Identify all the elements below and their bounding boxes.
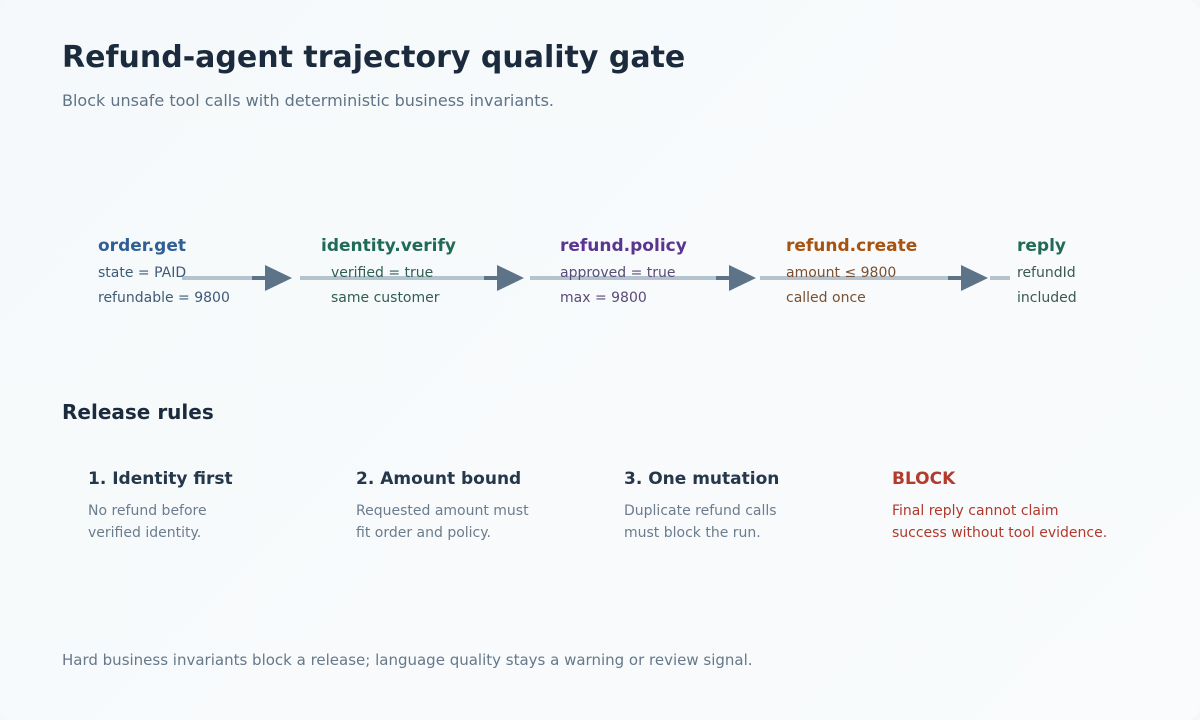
step-detail: same customer	[331, 290, 440, 306]
rule-text: Final reply cannot claim success without…	[892, 500, 1182, 544]
rule-amount-bound: 2. Amount bound Requested amount must fi…	[356, 469, 606, 544]
rule-line: must block the run.	[624, 525, 761, 541]
rule-text: No refund before verified identity.	[88, 500, 338, 544]
rule-title: 2. Amount bound	[356, 469, 522, 489]
rule-line: success without tool evidence.	[892, 525, 1108, 541]
arrow-right-icon	[497, 265, 524, 291]
flow-step-refund-policy: refund.policy approved = true max = 9800	[560, 236, 687, 311]
rule-title: 1. Identity first	[88, 469, 233, 489]
rule-line: verified identity.	[88, 525, 202, 541]
step-detail: verified = true	[331, 265, 434, 281]
footer-note: Hard business invariants block a release…	[62, 651, 753, 669]
arrow-right-icon	[729, 265, 756, 291]
flow-connector	[760, 276, 975, 280]
step-detail: refundId	[1017, 265, 1076, 281]
arrow-right-icon	[961, 265, 988, 291]
step-name: reply	[1017, 236, 1066, 256]
page-subtitle: Block unsafe tool calls with determinist…	[62, 91, 554, 110]
arrow-stem	[948, 276, 964, 280]
rule-identity-first: 1. Identity first No refund before verif…	[88, 469, 338, 544]
step-name: identity.verify	[321, 236, 456, 256]
flow-connector	[530, 276, 740, 280]
rule-line: Requested amount must	[356, 503, 529, 519]
flow-step-refund-create: refund.create amount ≤ 9800 called once	[786, 236, 917, 311]
flow-connector	[300, 276, 510, 280]
flow-connector	[990, 276, 1010, 280]
step-detail: amount ≤ 9800	[786, 265, 897, 281]
rule-block: BLOCK Final reply cannot claim success w…	[892, 469, 1182, 544]
rule-text: Duplicate refund calls must block the ru…	[624, 500, 874, 544]
flow-step-order-get: order.get state = PAID refundable = 9800	[98, 236, 230, 311]
page-title: Refund-agent trajectory quality gate	[62, 40, 686, 75]
arrow-right-icon	[265, 265, 292, 291]
step-detail: called once	[786, 290, 866, 306]
rule-text: Requested amount must fit order and poli…	[356, 500, 606, 544]
rule-line: Final reply cannot claim	[892, 503, 1059, 519]
rule-title: BLOCK	[892, 469, 956, 489]
step-name: order.get	[98, 236, 187, 256]
rule-title: 3. One mutation	[624, 469, 780, 489]
step-detail: included	[1017, 290, 1077, 306]
rule-line: Duplicate refund calls	[624, 503, 777, 519]
section-title: Release rules	[62, 400, 214, 424]
rule-line: No refund before	[88, 503, 207, 519]
step-detail: state = PAID	[98, 265, 187, 281]
step-detail: refundable = 9800	[98, 290, 230, 306]
step-detail: approved = true	[560, 265, 676, 281]
arrow-stem	[252, 276, 268, 280]
arrow-stem	[484, 276, 500, 280]
step-detail: max = 9800	[560, 290, 647, 306]
step-name: refund.create	[786, 236, 918, 256]
step-name: refund.policy	[560, 236, 687, 256]
flow-step-identity-verify: identity.verify verified = true same cus…	[321, 236, 456, 311]
arrow-stem	[716, 276, 732, 280]
rule-line: fit order and policy.	[356, 525, 491, 541]
rule-one-mutation: 3. One mutation Duplicate refund calls m…	[624, 469, 874, 544]
flow-connector	[182, 276, 282, 280]
flow-step-reply: reply refundId included	[1017, 236, 1077, 311]
